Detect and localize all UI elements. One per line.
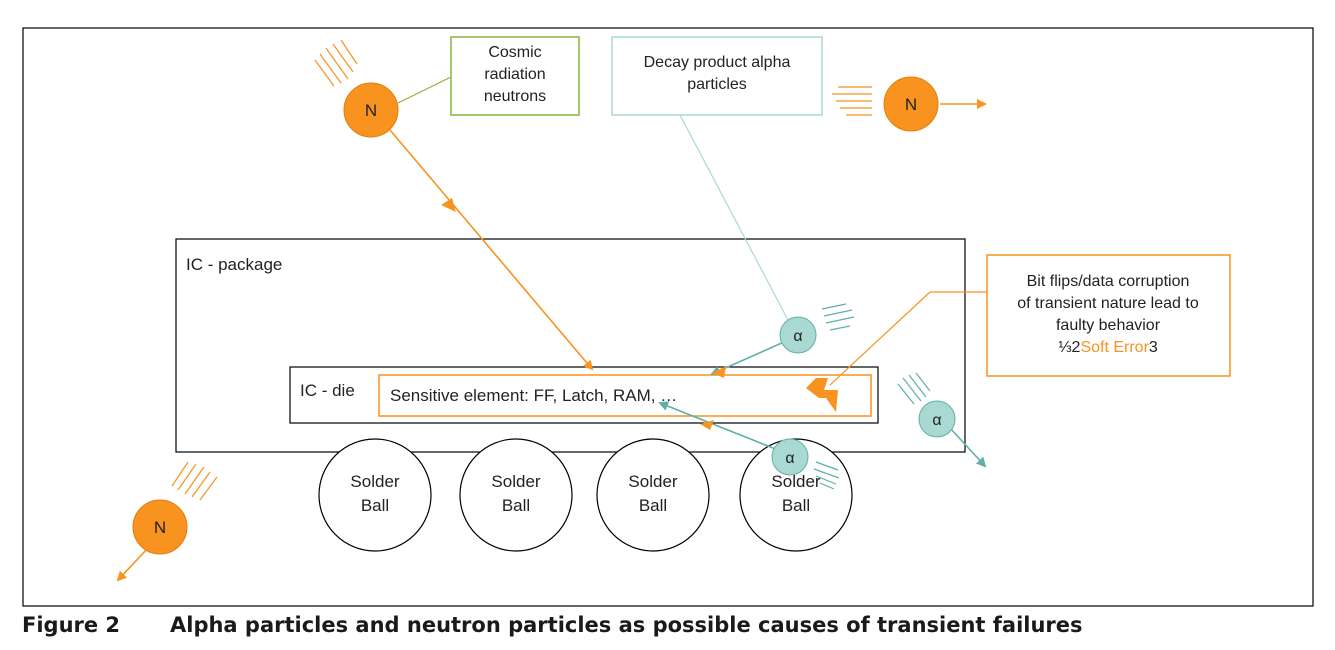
soft-error-box [986,254,1231,377]
alpha-symbol: α [932,412,941,429]
sensitive-element-box [378,374,872,417]
solder-ball: Solder Ball [318,438,432,552]
soft-error-line: ⅓2Soft Error3 [1058,339,1158,356]
neutron-motion-streaks-right [832,86,872,116]
bitflip-line1: Bit flips/data corruption [1027,273,1190,290]
alpha-path-bottom-to-die [658,401,779,451]
lightning-bolt-icon [806,378,838,412]
solder-ball-label-line2: Ball [639,496,667,515]
alpha-particle-top: α [779,316,817,354]
solder-ball-label-line1: Solder [491,472,540,491]
soft-error-connector-line [829,291,987,386]
neutron-path-to-die [389,129,594,371]
neutron-particle-bottom: N [132,499,188,555]
decay-product-box [611,36,823,116]
solder-ball-label-line1: Solder [771,472,820,491]
bitflip-line2: of transient nature lead to [1017,295,1199,312]
solder-ball: Solder Ball [739,438,853,552]
alpha-symbol: α [793,328,802,345]
neutron-motion-streaks-bottom [171,461,218,501]
solder-ball: Solder Ball [459,438,573,552]
solder-ball-label-line1: Solder [350,472,399,491]
cosmic-label-line1: Cosmic [488,44,541,61]
solder-ball: Solder Ball [596,438,710,552]
solder-ball-label-line2: Ball [782,496,810,515]
bitflip-line3: faulty behavior [1056,317,1161,334]
neutron-path-bottom-left [116,547,149,582]
alpha-motion-streaks-bottom [813,461,840,490]
neutron-particle-top: N [343,82,399,138]
ic-die-label: IC - die [300,381,355,400]
figure-caption: Figure 2 Alpha particles and neutron part… [22,613,1083,637]
ic-package-label: IC - package [186,255,282,274]
decay-label-line1: Decay product alpha [644,54,791,71]
decay-connector-line [679,114,789,321]
cosmic-label-line3: neutrons [484,88,546,105]
cosmic-radiation-box [450,36,580,116]
neutron-symbol: N [905,95,917,114]
neutron-symbol: N [154,518,166,537]
alpha-particle-right: α [918,400,956,438]
radiation-diagram: IC - package IC - die Sensitive element:… [22,27,1314,607]
alpha-motion-streaks-right [897,372,931,405]
figure-caption-text: Alpha particles and neutron particles as… [170,613,1083,637]
cosmic-label-line2: radiation [484,66,545,83]
alpha-path-exit-right [949,427,987,468]
soft-error-prefix: ⅓2 [1058,339,1080,356]
decay-label-line2: particles [687,76,747,93]
neutron-particle-right: N [883,76,939,132]
neutron-symbol: N [365,101,377,120]
soft-error-text: Soft Error [1080,339,1149,356]
alpha-path-bottom-orange-head [700,420,714,430]
alpha-symbol: α [785,450,794,467]
cosmic-connector-line [397,76,452,104]
solder-ball-label-line1: Solder [628,472,677,491]
solder-ball-label-line2: Ball [502,496,530,515]
neutron-path-mid-arrow [441,198,456,212]
diagram-frame [22,27,1314,607]
figure-number: Figure 2 [22,613,121,637]
neutron-motion-streaks-top [314,39,358,87]
alpha-motion-streaks-top [821,303,855,331]
soft-error-suffix: 3 [1149,339,1158,356]
alpha-particle-bottom: α [771,438,809,476]
solder-ball-label-line2: Ball [361,496,389,515]
alpha-path-top-orange-head [712,366,726,378]
sensitive-element-label: Sensitive element: FF, Latch, RAM, … [390,386,677,405]
